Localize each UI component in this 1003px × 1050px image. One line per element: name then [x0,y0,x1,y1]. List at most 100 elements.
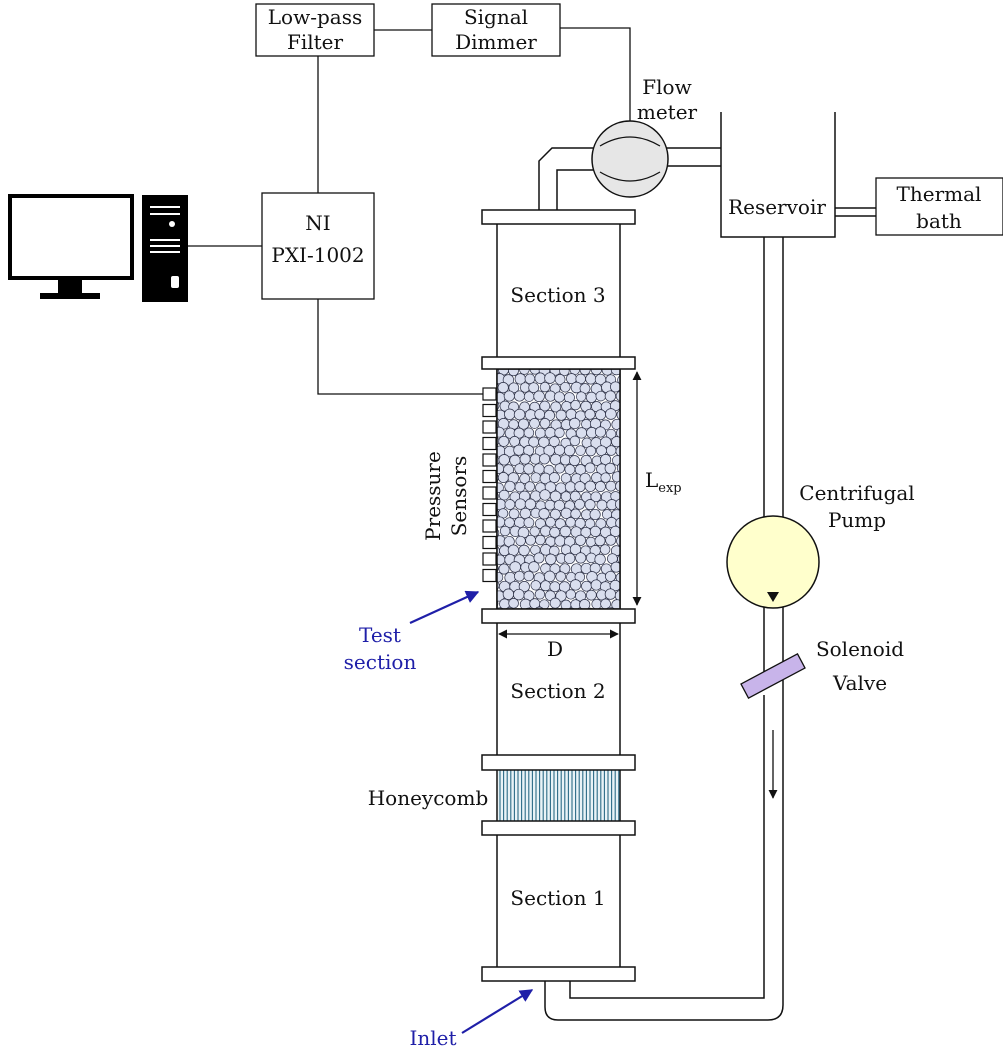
bead [539,599,550,609]
bead [590,579,602,591]
bead [524,373,536,385]
bead [514,498,527,510]
bead [539,489,551,501]
inlet-label: Inlet [409,1026,456,1050]
bead [523,570,535,582]
bead [518,581,530,593]
bead [539,400,551,412]
bead [529,526,540,537]
bead [504,480,516,492]
bead [604,462,616,474]
bead [575,445,586,456]
bead [615,480,620,492]
bead [530,472,542,483]
bead [615,498,620,510]
bead [513,408,526,421]
thermal-bath-label-2: bath [916,209,962,233]
bead [594,426,607,438]
signal-dimmer-label-2: Dimmer [455,30,537,54]
bead [615,517,620,529]
bead [615,390,620,402]
bead [564,481,576,493]
bead [508,508,520,520]
bead [519,453,531,465]
bead [589,525,601,537]
bead [584,408,596,420]
bead [584,462,596,474]
bead [554,463,565,474]
bead [513,444,525,456]
return-pipes [538,147,721,210]
bead [574,498,585,510]
bead [574,481,586,493]
bead [595,518,607,530]
bead [610,381,620,393]
bead [594,553,606,566]
pressure-sensor-port [482,453,497,467]
reservoir [720,112,876,238]
bead [502,588,515,600]
monitor-icon [8,194,134,299]
bead [523,463,535,475]
bead [523,427,535,439]
test-section-arrow [409,590,480,625]
lexp-label: Lexp [645,468,682,496]
bead [605,428,617,440]
bead [569,579,582,591]
bead [565,589,576,600]
bead [579,369,591,376]
bead [498,563,510,575]
bead [599,544,611,555]
bead [579,472,591,484]
bead [553,444,566,456]
signal-dimmer-box: Signal Dimmer [431,3,561,57]
bead [523,517,535,528]
bead [513,390,526,402]
bead [554,374,566,385]
bead [539,381,551,393]
low-pass-filter-label-2: Filter [287,30,344,54]
bead [611,471,620,483]
bead [585,373,597,385]
low-pass-filter-box: Low-pass Filter [255,3,375,57]
bead [555,409,567,421]
honeycomb-channels [498,770,620,821]
pressure-sensor-port [482,519,497,533]
bead [559,369,570,377]
bead [539,453,550,465]
bead [529,453,541,465]
pressure-label: Pressure [421,451,445,541]
bead [530,580,541,591]
flow-meter [591,120,669,198]
bead [611,436,620,448]
signal-dimmer-label-1: Signal [464,5,528,29]
bead [604,588,617,600]
pressure-sensor-port [482,403,497,418]
bead [539,418,551,429]
computer-tower-icon [142,195,188,302]
bead [570,399,581,411]
bead [549,581,561,593]
bead [544,590,556,601]
bead [534,408,546,420]
bead [559,525,572,538]
bead [554,518,566,530]
bead [581,580,592,592]
bead [502,374,515,386]
bead [569,417,581,430]
bead [600,454,612,466]
bead [576,391,587,402]
bead [503,464,515,476]
bead [535,518,546,529]
bead [504,408,516,420]
bead [498,435,510,447]
bead [540,525,552,537]
bead [538,508,550,520]
bead [504,499,516,510]
bead [575,552,587,564]
test-section-label-2: section [344,650,417,674]
bead [548,472,560,484]
bead [610,561,620,573]
bead [524,481,536,492]
